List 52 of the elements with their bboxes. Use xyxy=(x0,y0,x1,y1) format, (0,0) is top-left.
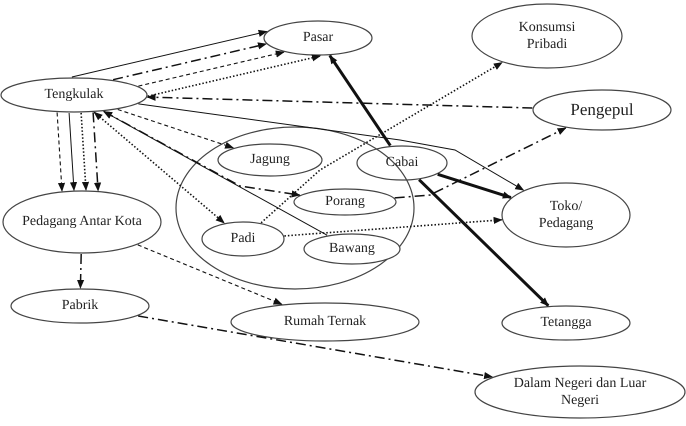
node-label: Pasar xyxy=(302,29,334,47)
ellipse-node xyxy=(532,89,672,131)
arrow xyxy=(138,103,524,191)
ellipse-node xyxy=(501,305,631,341)
arrow xyxy=(80,112,90,191)
node-label: Tetangga xyxy=(539,314,593,332)
arrow xyxy=(437,172,512,199)
node-label: Toko/ Pedagang xyxy=(538,198,594,232)
ellipse-node xyxy=(303,233,401,265)
node-label: Padi xyxy=(230,230,256,248)
ellipse-node xyxy=(293,188,397,216)
arrow xyxy=(94,112,225,224)
node-label: Bawang xyxy=(328,240,376,258)
arrow xyxy=(56,112,66,192)
arrow xyxy=(146,94,532,109)
node-label: Tengkulak xyxy=(44,86,104,104)
arrow xyxy=(103,111,328,236)
ellipse-node xyxy=(0,77,148,113)
arrow xyxy=(138,244,283,305)
arrow xyxy=(92,112,102,192)
arrow xyxy=(103,110,301,198)
ellipse-node xyxy=(356,145,448,181)
ellipse-node xyxy=(263,20,373,56)
arrow xyxy=(77,254,84,289)
ellipse-node xyxy=(471,3,623,69)
arrow xyxy=(68,112,78,192)
ellipse-node xyxy=(2,190,162,254)
node-label: Konsumsi Pribadi xyxy=(518,18,576,54)
ellipse-node xyxy=(501,182,631,248)
node-label: Jagung xyxy=(249,151,291,169)
arrow xyxy=(260,62,503,224)
ellipse-node xyxy=(474,365,686,419)
arrow xyxy=(138,50,285,87)
node-label: Dalam Negeri dan Luar Negeri xyxy=(512,374,648,410)
ellipse-node xyxy=(230,302,420,342)
arrow xyxy=(71,30,268,78)
ellipse-node xyxy=(201,221,285,257)
node-label: Pabrik xyxy=(60,297,100,315)
node-label: Rumah Ternak xyxy=(282,313,368,331)
arrow xyxy=(284,216,503,237)
arrow xyxy=(112,42,267,80)
node-label: Pedagang Antar Kota xyxy=(21,213,143,231)
arrow xyxy=(138,315,494,380)
arrow xyxy=(394,127,566,199)
node-label: Pengepul xyxy=(569,99,635,121)
arrow xyxy=(118,108,234,149)
arrow xyxy=(148,54,321,97)
node-label: Porang xyxy=(324,193,366,211)
ellipse-node xyxy=(217,143,323,177)
arrow xyxy=(418,178,550,307)
ellipse-node xyxy=(10,288,150,324)
arrow xyxy=(328,54,392,146)
